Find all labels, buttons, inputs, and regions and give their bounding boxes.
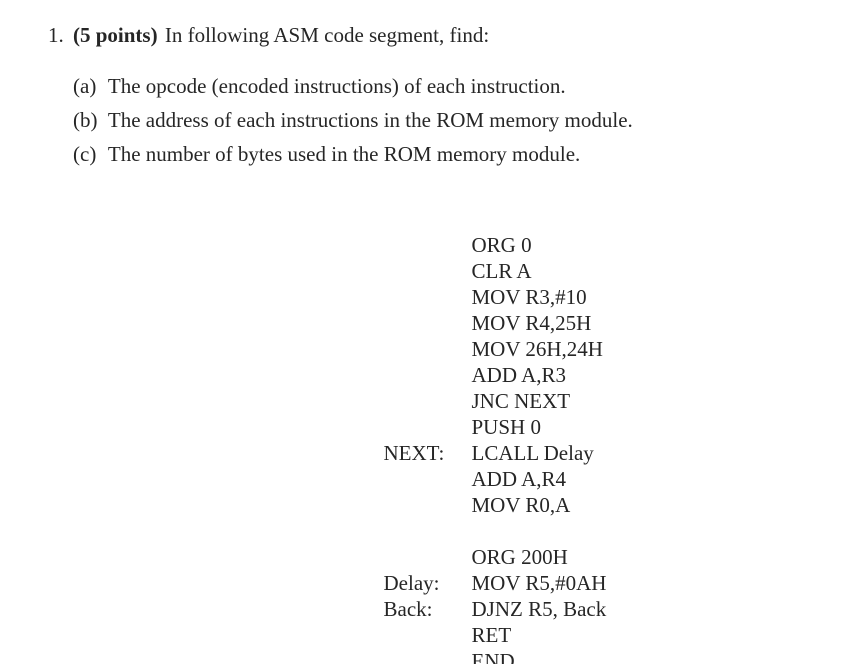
code-row: RET [352,596,606,647]
code-instruction: ADD A,R4 [471,467,567,491]
code-row: CLR A [352,232,606,283]
question-item-b: (b) The address of each instructions in … [73,107,633,133]
code-instruction: PUSH 0 [471,415,541,439]
item-label: (c) [73,142,97,166]
item-label: (a) [73,74,97,98]
code-instruction: RET [471,623,512,647]
code-row: PUSH 0 [352,388,606,439]
code-instruction: JNC NEXT [471,389,571,413]
code-instruction: LCALL Delay [471,441,594,465]
code-row: END [352,622,606,664]
code-row: MOV R0,A [352,466,606,517]
question-heading: 1. (5 points) In following ASM code segm… [48,22,489,48]
code-row: ORG 200H [352,518,606,569]
item-text: The opcode (encoded instructions) of eac… [107,74,566,98]
code-row: MOV 26H,24H [352,310,606,361]
code-instruction: ORG 200H [471,545,568,569]
code-instruction: MOV R3,#10 [471,285,587,309]
code-label: NEXT: [383,441,445,465]
code-instruction: ORG 0 [471,233,532,257]
question-item-a: (a) The opcode (encoded instructions) of… [73,73,566,99]
code-instruction: CLR A [471,259,532,283]
code-label: Back: [383,597,433,621]
code-row: ADD A,R4 [352,440,606,491]
code-instruction: MOV 26H,24H [471,337,603,361]
item-text: The address of each instructions in the … [107,108,633,132]
question-number: 1. [48,23,64,47]
code-instruction: MOV R0,A [471,493,571,517]
code-row: ORG 0 [352,206,606,257]
code-label: Delay: [383,571,440,595]
item-text: The number of bytes used in the ROM memo… [107,142,581,166]
code-instruction: ADD A,R3 [471,363,567,387]
code-row: ADD A,R3 [352,336,606,387]
code-instruction: MOV R5,#0AH [471,571,607,595]
code-row: MOV R4,25H [352,284,606,335]
item-label: (b) [73,108,98,132]
code-row: NEXT: LCALL Delay [352,414,606,465]
code-row: Delay: MOV R5,#0AH [352,544,607,595]
code-instruction: MOV R4,25H [471,311,592,335]
code-row: JNC NEXT [352,362,606,413]
question-prompt: In following ASM code segment, find: [164,23,490,47]
code-instruction: END [471,649,515,664]
question-points: (5 points) [73,23,158,47]
code-row: Back: DJNZ R5, Back [352,570,607,621]
asm-code-listing: ORG 0 CLR A MOV R3,#10 MOV R4,25H MOV 26… [352,206,607,664]
code-row: MOV R3,#10 [352,258,606,309]
question-item-c: (c) The number of bytes used in the ROM … [73,141,580,167]
code-instruction: DJNZ R5, Back [471,597,607,621]
